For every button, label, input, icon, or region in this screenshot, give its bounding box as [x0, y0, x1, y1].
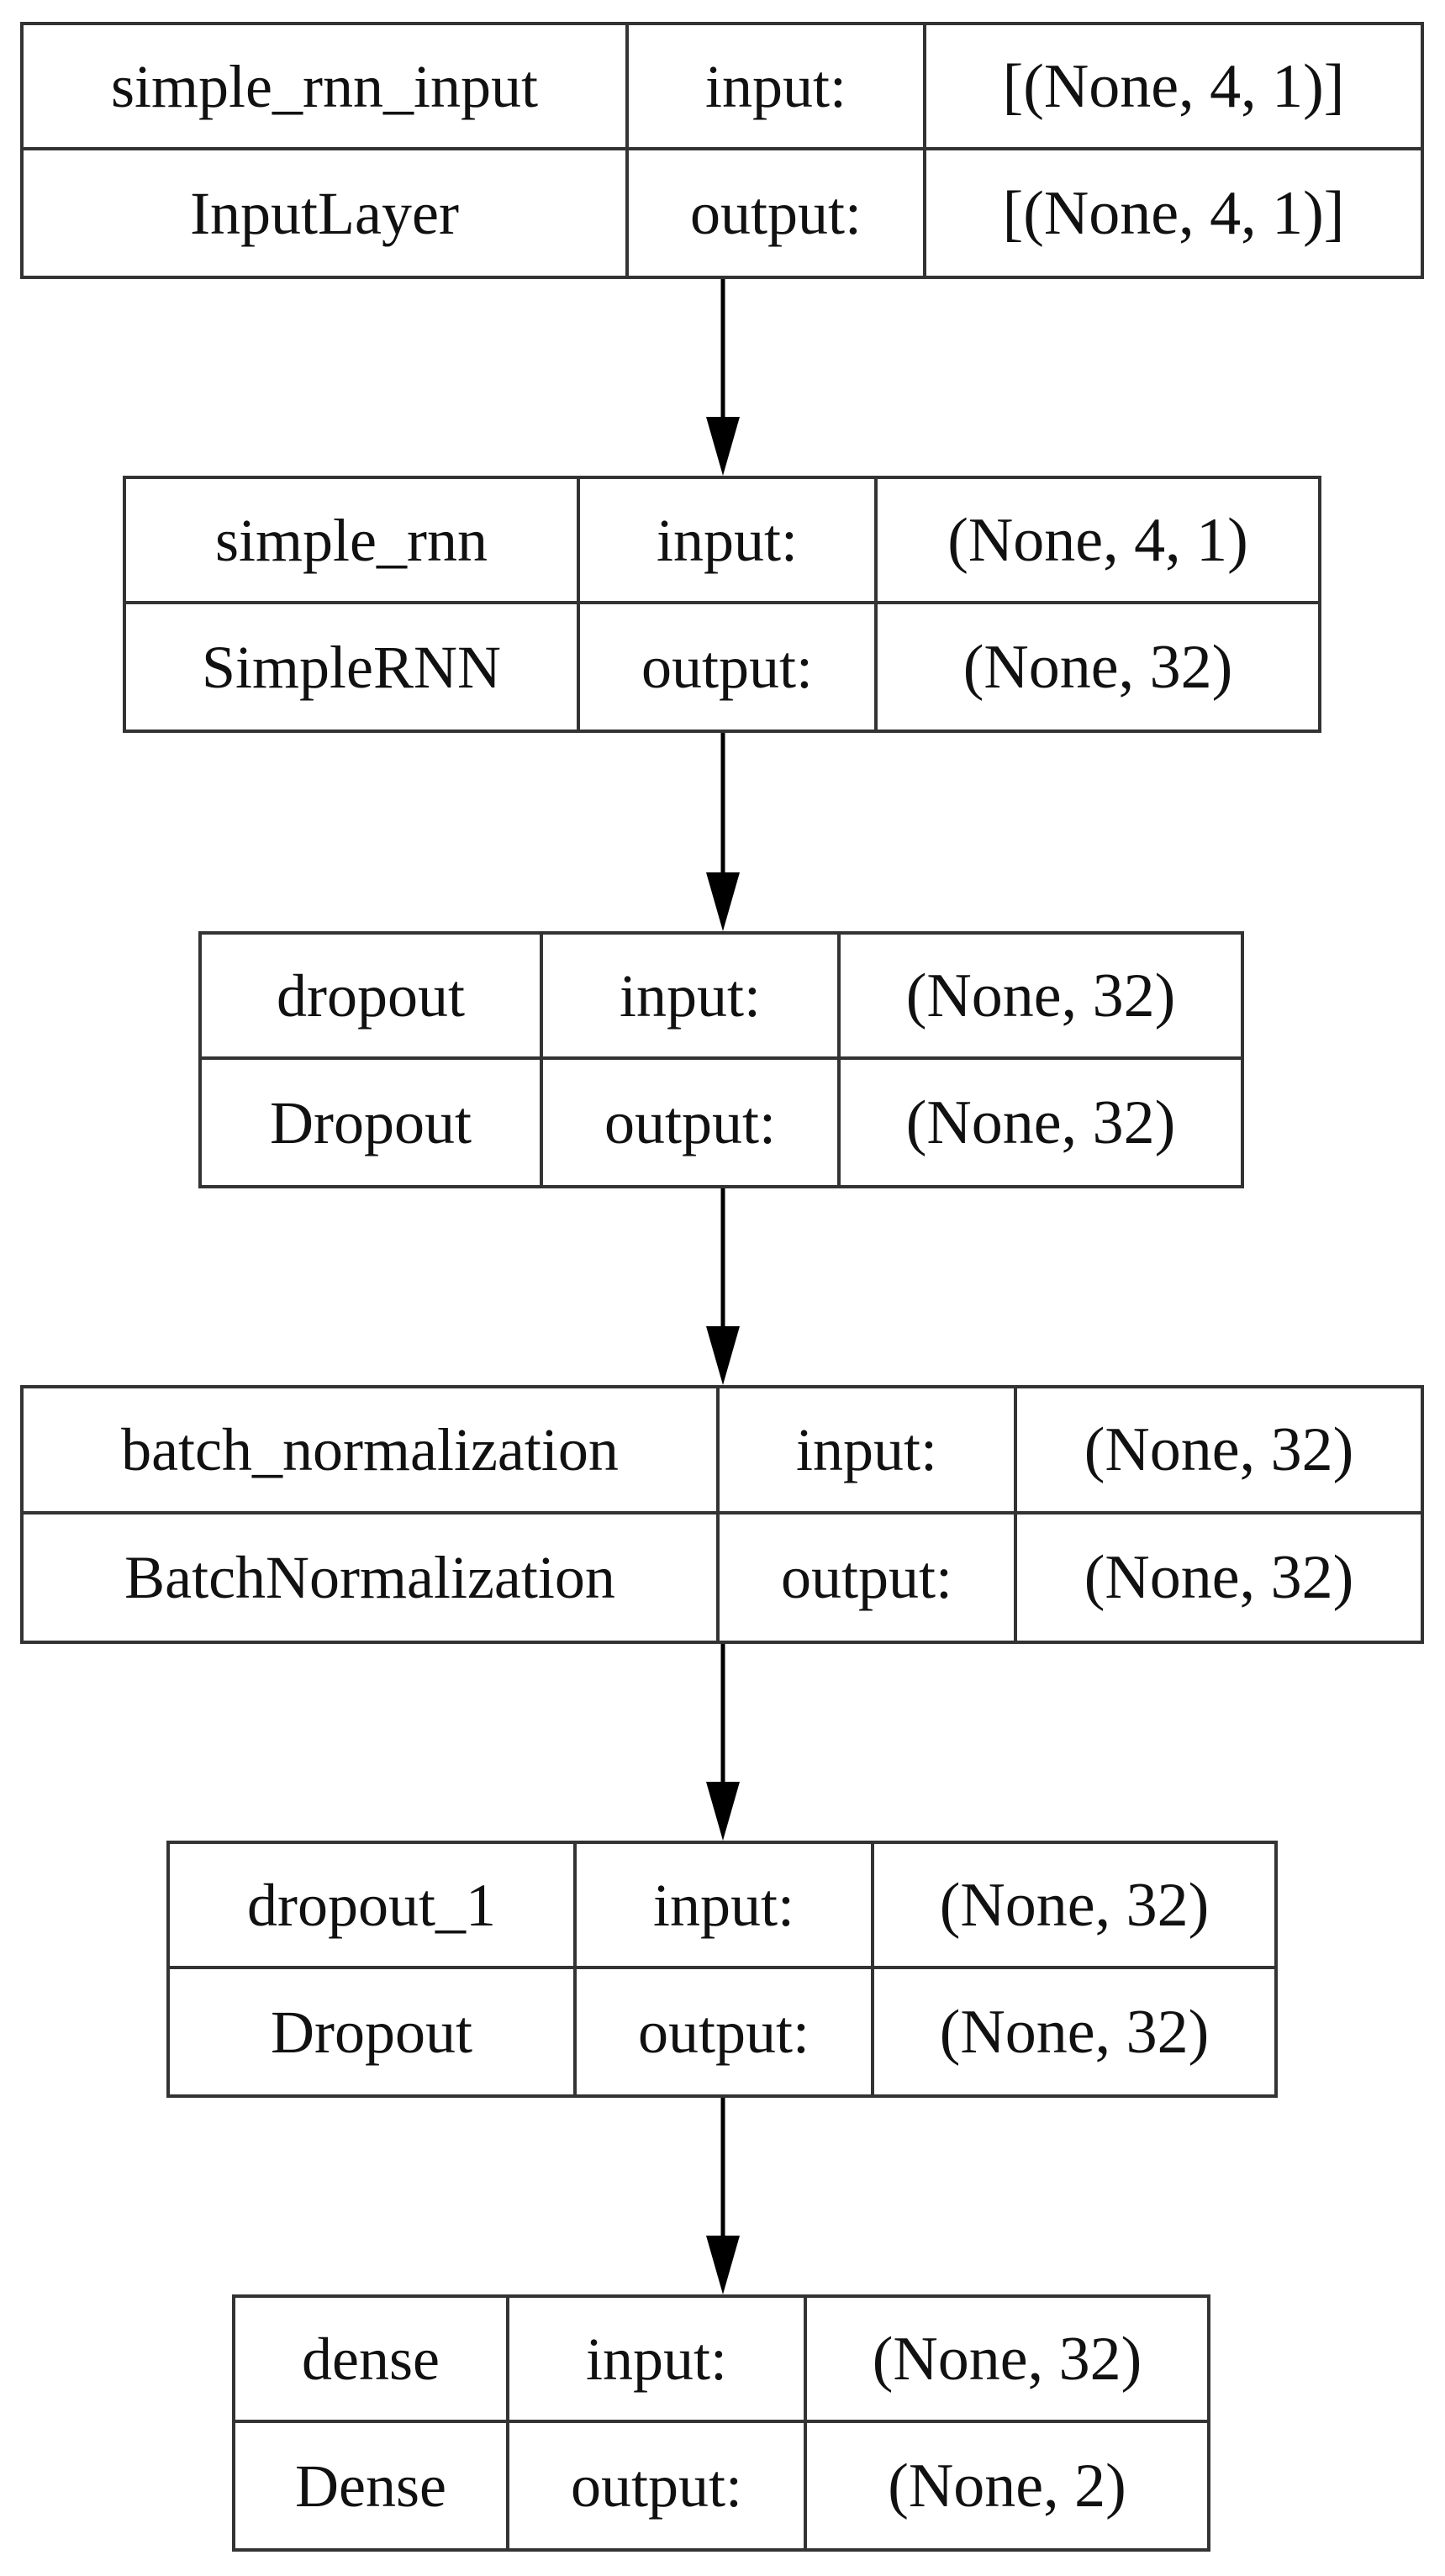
layer-type: InputLayer [24, 150, 629, 276]
edge-arrow-4-5 [706, 2098, 740, 2294]
output-shape: (None, 32) [1084, 1543, 1354, 1612]
input-label: input: [629, 25, 926, 150]
layer-node-batch-normalization: batch_normalization input: (None, 32) Ba… [20, 1385, 1424, 1644]
layer-node-dense: dense input: (None, 32) Dense output: (N… [232, 2294, 1210, 2552]
layer-type: Dropout [202, 1060, 543, 1185]
layer-node-simple-rnn-input: simple_rnn_input input: [(None, 4, 1)] I… [20, 22, 1424, 279]
edge-arrow-2-3 [706, 1188, 740, 1385]
output-shape: [(None, 4, 1)] [1002, 178, 1345, 248]
input-label: input: [543, 935, 841, 1060]
output-shape: (None, 2) [888, 2451, 1126, 2521]
input-label: input: [577, 1844, 874, 1969]
input-shape: (None, 32) [807, 2298, 1207, 2423]
layer-node-simple-rnn: simple_rnn input: (None, 4, 1) SimpleRNN… [123, 476, 1321, 733]
input-shape: (None, 32) [841, 935, 1241, 1060]
input-shape: (None, 32) [874, 1844, 1274, 1969]
output-label: output: [629, 150, 926, 276]
output-shape: (None, 32) [939, 1997, 1210, 2067]
input-label: input: [720, 1388, 1017, 1515]
output-shape: (None, 32) [962, 632, 1233, 702]
input-shape: [(None, 4, 1)] [926, 25, 1421, 150]
layer-name: dense [235, 2298, 509, 2423]
input-label: input: [580, 479, 878, 604]
input-label: input: [509, 2298, 807, 2423]
layer-name: batch_normalization [24, 1388, 720, 1515]
layer-type: BatchNormalization [24, 1515, 720, 1641]
edge-arrow-0-1 [706, 279, 740, 476]
layer-type: SimpleRNN [126, 604, 580, 730]
output-label: output: [543, 1060, 841, 1185]
input-shape: (None, 4, 1) [878, 479, 1318, 604]
layer-name: simple_rnn_input [24, 25, 629, 150]
edge-arrow-1-2 [706, 733, 740, 931]
layer-name: simple_rnn [126, 479, 580, 604]
edge-arrow-3-4 [706, 1644, 740, 1841]
layer-name: dropout [202, 935, 543, 1060]
layer-type: Dropout [170, 1969, 577, 2094]
output-label: output: [509, 2423, 807, 2548]
layer-name: dropout_1 [170, 1844, 577, 1969]
output-shape: (None, 32) [905, 1088, 1176, 1157]
layer-type: Dense [235, 2423, 509, 2548]
layer-node-dropout-1: dropout_1 input: (None, 32) Dropout outp… [166, 1841, 1278, 2098]
layer-node-dropout: dropout input: (None, 32) Dropout output… [198, 931, 1244, 1188]
output-label: output: [720, 1515, 1017, 1641]
output-label: output: [577, 1969, 874, 2094]
input-shape: (None, 32) [1017, 1388, 1421, 1515]
output-label: output: [580, 604, 878, 730]
